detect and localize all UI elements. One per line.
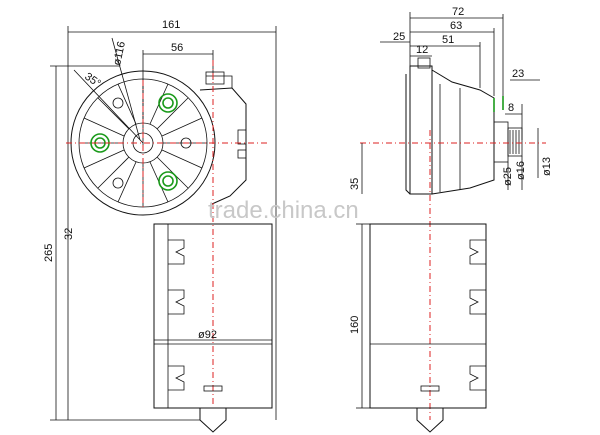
dim-o16: ø16 [515,161,527,180]
dim-160: 160 [349,316,361,334]
dim-63: 63 [450,20,462,32]
dim-56: 56 [171,42,183,54]
dim-8: 8 [508,102,514,114]
dim-161: 161 [162,19,180,31]
dim-12: 12 [416,44,428,56]
dim-72: 72 [452,6,464,18]
dim-35deg: 35° [82,71,103,90]
dim-25: 25 [393,31,405,43]
dim-o116: ø116 [111,40,128,66]
mounting-hole-top [158,93,178,113]
watermark-text: trade.china.cn [208,197,359,224]
dim-32: 32 [63,228,75,240]
dim-265: 265 [43,244,55,262]
dim-o92: ø92 [198,329,217,341]
front-view: 161 56 ø116 35° 265 32 [43,19,277,433]
side-view: 72 63 51 25 12 23 8 [349,6,553,433]
dim-o13: ø13 [541,157,553,176]
dim-35: 35 [349,178,361,190]
dim-51: 51 [442,34,454,46]
dim-23: 23 [512,68,524,80]
mounting-hole-bottom [158,171,178,191]
